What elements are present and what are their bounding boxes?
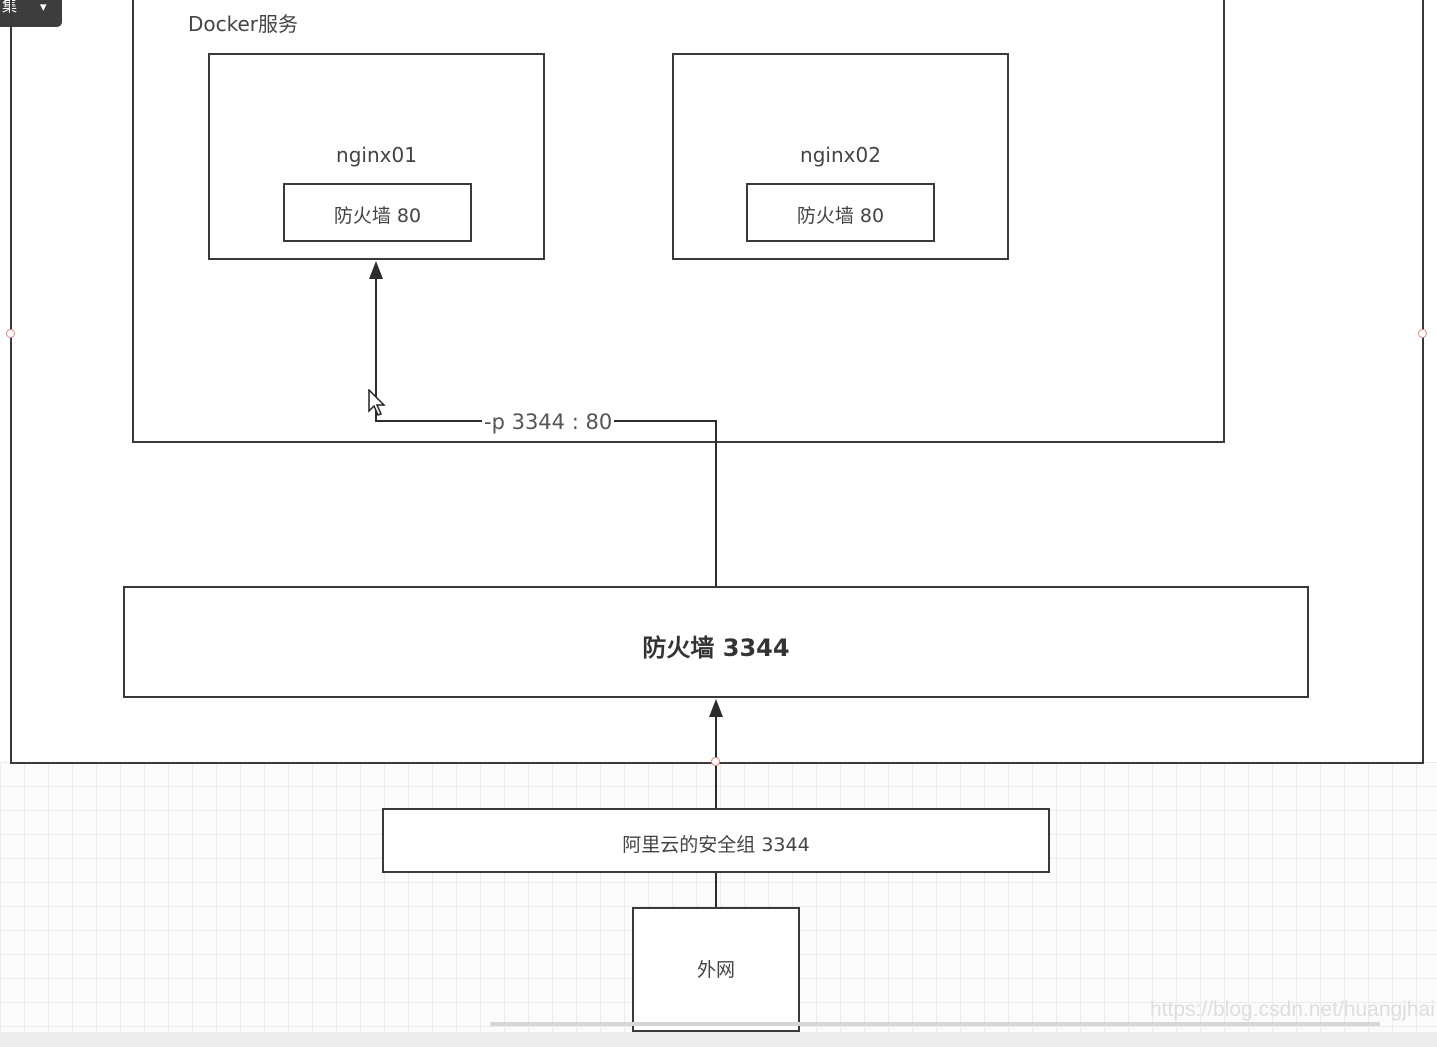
arrow-head-nginx01 bbox=[369, 261, 383, 279]
container-name: nginx02 bbox=[800, 143, 881, 167]
security-group-label: 阿里云的安全组 3344 bbox=[622, 834, 810, 856]
container-firewall-label: 防火墙 80 bbox=[333, 205, 422, 227]
frame-left-handle[interactable] bbox=[6, 329, 15, 338]
horizontal-scrollbar[interactable] bbox=[490, 1022, 1380, 1026]
host-firewall-box[interactable]: 防火墙 3344 bbox=[123, 586, 1309, 698]
bottom-bar bbox=[0, 1032, 1437, 1047]
internet-label: 外网 bbox=[696, 959, 735, 981]
container-firewall-nginx01[interactable]: 防火墙 80 bbox=[283, 183, 472, 242]
connection-point-handle[interactable] bbox=[711, 757, 720, 766]
container-firewall-nginx02[interactable]: 防火墙 80 bbox=[746, 183, 935, 242]
host-firewall-label: 防火墙 3344 bbox=[642, 634, 790, 662]
watermark-text: https://blog.csdn.net/huangjhai bbox=[1150, 998, 1435, 1021]
mouse-cursor-icon bbox=[368, 389, 386, 416]
arrow-head-host-firewall bbox=[709, 699, 723, 717]
docker-service-label: Docker服务 bbox=[188, 12, 299, 36]
connector-mapping-to-nginx01[interactable] bbox=[375, 278, 377, 422]
frame-right-handle[interactable] bbox=[1418, 329, 1427, 338]
port-mapping-label: -p 3344 : 80 bbox=[482, 410, 615, 434]
internet-box[interactable]: 外网 bbox=[632, 907, 800, 1032]
container-name: nginx01 bbox=[336, 143, 417, 167]
corner-menu-label: 集 bbox=[2, 0, 18, 15]
container-firewall-label: 防火墙 80 bbox=[796, 205, 885, 227]
connector-internet-to-securitygroup[interactable] bbox=[715, 873, 717, 909]
chevron-down-icon[interactable]: ▾ bbox=[40, 0, 47, 15]
connector-firewall-to-mapping[interactable] bbox=[715, 420, 717, 587]
aliyun-security-group-box[interactable]: 阿里云的安全组 3344 bbox=[382, 808, 1050, 873]
canvas-grid-background bbox=[0, 762, 1437, 1032]
